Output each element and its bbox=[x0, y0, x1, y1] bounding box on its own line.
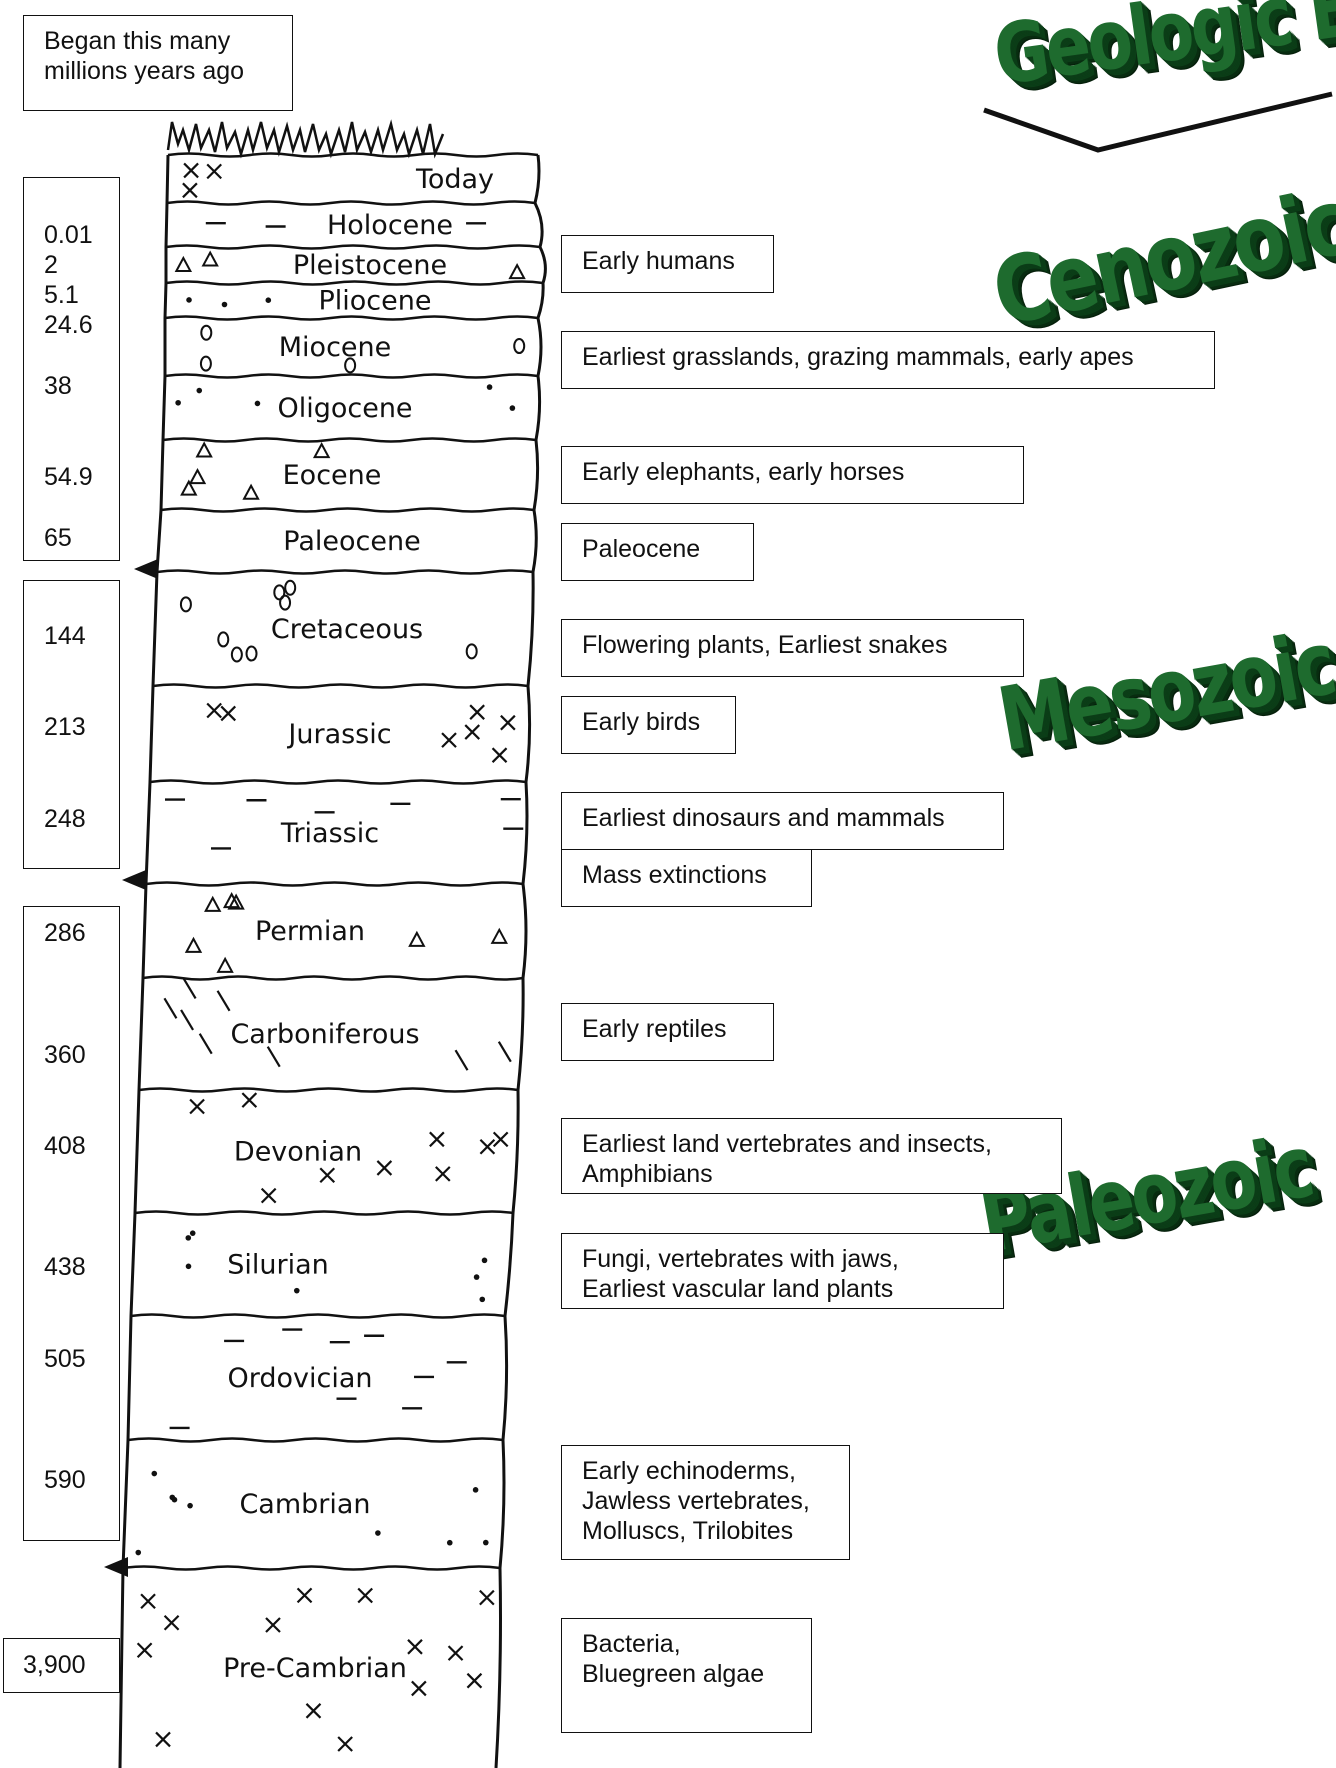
layer-boundary bbox=[122, 1565, 501, 1571]
age-label: 144 bbox=[44, 622, 86, 650]
event-box: Earliest land vertebrates and insects, A… bbox=[561, 1118, 1062, 1194]
layer-label: Ordovician bbox=[227, 1363, 372, 1394]
layer-boundary bbox=[165, 244, 541, 250]
layer-label: Eocene bbox=[283, 460, 382, 491]
age-label: 360 bbox=[44, 1041, 86, 1069]
event-box: Bacteria, Bluegreen algae bbox=[561, 1618, 812, 1733]
precambrian-age-box bbox=[3, 1638, 120, 1693]
event-box: Mass extinctions bbox=[561, 849, 812, 907]
age-label: 5.1 bbox=[44, 281, 79, 309]
event-box: Fungi, vertebrates with jaws, Earliest v… bbox=[561, 1233, 1004, 1309]
layer-label: Devonian bbox=[234, 1137, 362, 1168]
mesozoic-title: Mesozoic bbox=[991, 611, 1336, 772]
rock-column: TodayHolocenePleistocenePlioceneMioceneO… bbox=[118, 119, 547, 1768]
layer-boundary bbox=[145, 881, 524, 887]
layer-label: Triassic bbox=[280, 818, 379, 849]
event-box: Paleocene bbox=[561, 523, 754, 581]
layer-oligocene: Oligocene bbox=[175, 384, 516, 424]
layer-boundary bbox=[130, 1313, 506, 1319]
layer-cretaceous: Cretaceous bbox=[179, 579, 478, 663]
layer-label: Oligocene bbox=[277, 393, 412, 424]
layer-label: Carboniferous bbox=[230, 1019, 419, 1050]
layer-boundary bbox=[166, 200, 536, 206]
layer-miocene: Miocene bbox=[199, 324, 526, 374]
layer-label: Miocene bbox=[279, 332, 392, 363]
grass-top bbox=[166, 119, 445, 159]
layer-label: Holocene bbox=[327, 210, 453, 241]
layer-label: Cretaceous bbox=[271, 614, 423, 645]
layer-label: Permian bbox=[255, 916, 365, 947]
event-box: Earliest grasslands, grazing mammals, ea… bbox=[561, 331, 1215, 389]
layer-label: Cambrian bbox=[239, 1489, 370, 1520]
layer-jurassic: Jurassic bbox=[206, 702, 516, 763]
age-label: 590 bbox=[44, 1466, 86, 1494]
mesozoic-age-column bbox=[23, 580, 120, 869]
event-box: Earliest dinosaurs and mammals bbox=[561, 792, 1004, 850]
cenozoic-age-column bbox=[23, 177, 120, 561]
layer-permian: Permian bbox=[184, 892, 508, 973]
layer-pliocene: Pliocene bbox=[186, 286, 431, 317]
layer-boundary bbox=[165, 280, 544, 286]
age-label: 408 bbox=[44, 1132, 86, 1160]
layer-boundary bbox=[164, 315, 539, 321]
event-box: Flowering plants, Earliest snakes bbox=[561, 619, 1024, 677]
layer-label: Pre-Cambrian bbox=[223, 1653, 407, 1684]
event-box: Early reptiles bbox=[561, 1003, 774, 1061]
layer-today: Today bbox=[182, 162, 494, 199]
age-label: 54.9 bbox=[44, 463, 93, 491]
age-label: 213 bbox=[44, 713, 86, 741]
age-label: 65 bbox=[44, 524, 72, 552]
age-label: 438 bbox=[44, 1253, 86, 1281]
layer-eocene: Eocene bbox=[180, 441, 382, 500]
era-boundary-arrow bbox=[134, 559, 158, 579]
layer-boundary bbox=[152, 683, 529, 689]
layer-cambrian: Cambrian bbox=[135, 1470, 489, 1556]
layer-boundary bbox=[127, 1437, 504, 1443]
layer-carboniferous: Carboniferous bbox=[163, 977, 512, 1071]
layer-pre-cambrian: Pre-Cambrian bbox=[136, 1587, 495, 1752]
layer-boundary bbox=[142, 975, 524, 981]
layer-paleocene: Paleocene bbox=[283, 526, 420, 557]
age-label: 3,900 bbox=[23, 1651, 86, 1679]
layer-boundary bbox=[164, 373, 539, 379]
event-box: Early echinoderms, Jawless vertebrates, … bbox=[561, 1445, 850, 1560]
geologic-era-underline bbox=[983, 91, 1333, 153]
layer-ordovician: Ordovician bbox=[169, 1328, 467, 1430]
layer-devonian: Devonian bbox=[189, 1092, 509, 1204]
column-left-edge bbox=[118, 154, 170, 1768]
layer-boundary bbox=[160, 507, 535, 513]
paleozoic-age-column bbox=[23, 906, 120, 1541]
header-box: Began this many millions years ago bbox=[23, 15, 293, 111]
layer-triassic: Triassic bbox=[164, 797, 524, 850]
layer-boundary bbox=[162, 437, 537, 443]
age-label: 248 bbox=[44, 805, 86, 833]
layer-boundary bbox=[149, 779, 527, 785]
layer-label: Paleocene bbox=[283, 526, 420, 557]
layer-silurian: Silurian bbox=[185, 1230, 488, 1303]
layer-boundary bbox=[134, 1210, 514, 1216]
event-box: Early birds bbox=[561, 696, 736, 754]
age-label: 24.6 bbox=[44, 311, 93, 339]
age-label: 286 bbox=[44, 919, 86, 947]
layer-boundary bbox=[167, 152, 539, 158]
layer-label: Jurassic bbox=[286, 719, 391, 750]
age-label: 38 bbox=[44, 372, 72, 400]
era-boundary-arrow bbox=[122, 870, 146, 890]
layer-label: Pleistocene bbox=[293, 250, 447, 281]
layer-label: Silurian bbox=[227, 1250, 329, 1281]
layer-boundary bbox=[156, 569, 534, 575]
layer-label: Pliocene bbox=[319, 286, 432, 317]
layer-pleistocene: Pleistocene bbox=[174, 250, 526, 281]
age-label: 2 bbox=[44, 251, 58, 279]
event-box: Early humans bbox=[561, 235, 774, 293]
event-box: Early elephants, early horses bbox=[561, 446, 1024, 504]
layer-label: Today bbox=[415, 164, 494, 195]
cenozoic-title: Cenozoic bbox=[983, 168, 1336, 347]
column-right-edge bbox=[494, 154, 547, 1768]
age-label: 505 bbox=[44, 1345, 86, 1373]
layer-boundary bbox=[138, 1087, 519, 1093]
age-label: 0.01 bbox=[44, 221, 93, 249]
layer-holocene: Holocene bbox=[205, 210, 487, 241]
